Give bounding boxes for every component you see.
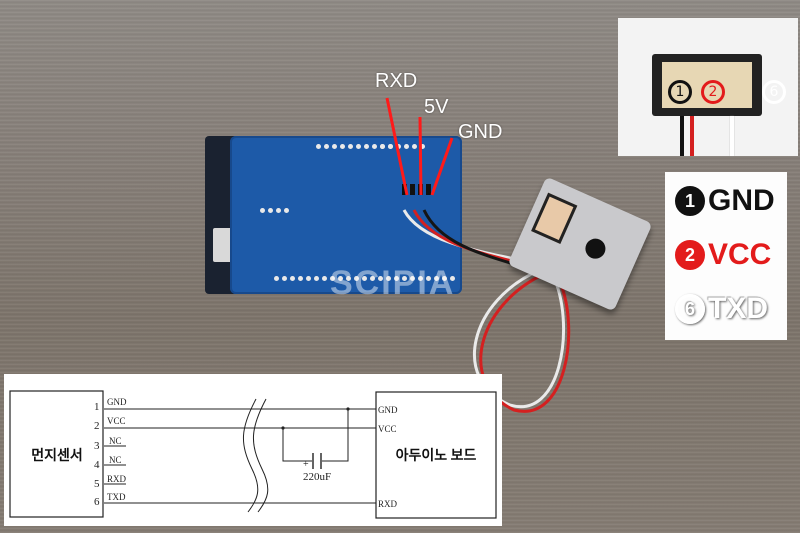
schematic-svg: 먼지센서 아두이노 보드 1 GND 2 VCC 3 NC 4 NC 5 RXD… bbox=[9, 390, 497, 519]
pin-legend: 1 GND 2 VCC 6 TXD bbox=[665, 172, 787, 340]
pin-num-5: 5 bbox=[94, 478, 100, 490]
pin-marker-6: 6 bbox=[762, 80, 786, 104]
legend-row-vcc: 2 VCC bbox=[675, 238, 771, 272]
annotation-line-rxd bbox=[385, 97, 409, 196]
inset-wire-black bbox=[680, 116, 684, 156]
inset-wire-white bbox=[730, 116, 734, 156]
annotation-line-gnd bbox=[430, 137, 454, 196]
wiring-schematic: 먼지센서 아두이노 보드 1 GND 2 VCC 3 NC 4 NC 5 RXD… bbox=[4, 374, 502, 526]
legend-name: VCC bbox=[708, 238, 772, 271]
cap-branch-gnd bbox=[322, 409, 349, 462]
legend-num: 2 bbox=[675, 240, 705, 270]
sensor-connector bbox=[531, 192, 578, 244]
legend-name: GND bbox=[708, 184, 775, 217]
pin-name-2: VCC bbox=[107, 416, 126, 426]
pin-marker-2: 2 bbox=[701, 80, 725, 104]
dust-sensor-block bbox=[9, 390, 104, 518]
sensor-hole bbox=[582, 235, 609, 262]
header-holes-bottom bbox=[274, 276, 455, 281]
legend-row-gnd: 1 GND bbox=[675, 184, 775, 218]
usb-port bbox=[213, 228, 235, 262]
pin-num-2: 2 bbox=[94, 420, 100, 432]
legend-num: 6 bbox=[675, 294, 705, 324]
arduino-block-label: 아두이노 보드 bbox=[396, 447, 477, 464]
connector-inset: 1 2 6 bbox=[618, 18, 798, 156]
icsp-holes bbox=[260, 208, 289, 213]
pin-name-6: TXD bbox=[107, 492, 126, 502]
legend-row-txd: 6 TXD bbox=[675, 292, 768, 326]
label-5v: 5V bbox=[424, 96, 449, 118]
legend-name: TXD bbox=[708, 292, 768, 325]
arduino-block bbox=[375, 391, 497, 519]
cap-branch-vcc bbox=[282, 428, 312, 462]
pin-name-1: GND bbox=[107, 397, 127, 407]
capacitor-label: 220uF bbox=[303, 471, 331, 483]
left-pins: 1 GND 2 VCC 3 NC 4 NC 5 RXD 6 TXD bbox=[94, 397, 127, 508]
label-rxd: RXD bbox=[375, 70, 418, 92]
pin-name-3: NC bbox=[109, 436, 122, 446]
capacitor-polarity: + bbox=[303, 459, 309, 470]
arduino-pin-vcc: VCC bbox=[378, 424, 397, 434]
pin-name-5: RXD bbox=[107, 474, 127, 484]
arduino-pin-rxd: RXD bbox=[378, 499, 398, 509]
pin-num-1: 1 bbox=[94, 401, 100, 413]
connector-pin-markers: 1 2 6 bbox=[668, 80, 789, 104]
dust-sensor-block-label: 먼지센서 bbox=[31, 447, 83, 464]
pin-marker-1: 1 bbox=[668, 80, 692, 104]
arduino-pin-gnd: GND bbox=[378, 405, 398, 415]
annotation-line-5v bbox=[418, 116, 423, 196]
pin-num-3: 3 bbox=[94, 440, 100, 452]
pin-num-4: 4 bbox=[94, 459, 100, 471]
watermark: SCIPIA bbox=[330, 264, 456, 302]
pin-num-6: 6 bbox=[94, 496, 100, 508]
wire-loop-white bbox=[472, 268, 566, 409]
pin-name-4: NC bbox=[109, 455, 122, 465]
cable-break-symbol bbox=[242, 398, 259, 513]
inset-wire-red bbox=[690, 116, 694, 156]
wire-loop-red bbox=[479, 272, 571, 413]
label-gnd: GND bbox=[458, 121, 503, 143]
legend-num: 1 bbox=[675, 186, 705, 216]
